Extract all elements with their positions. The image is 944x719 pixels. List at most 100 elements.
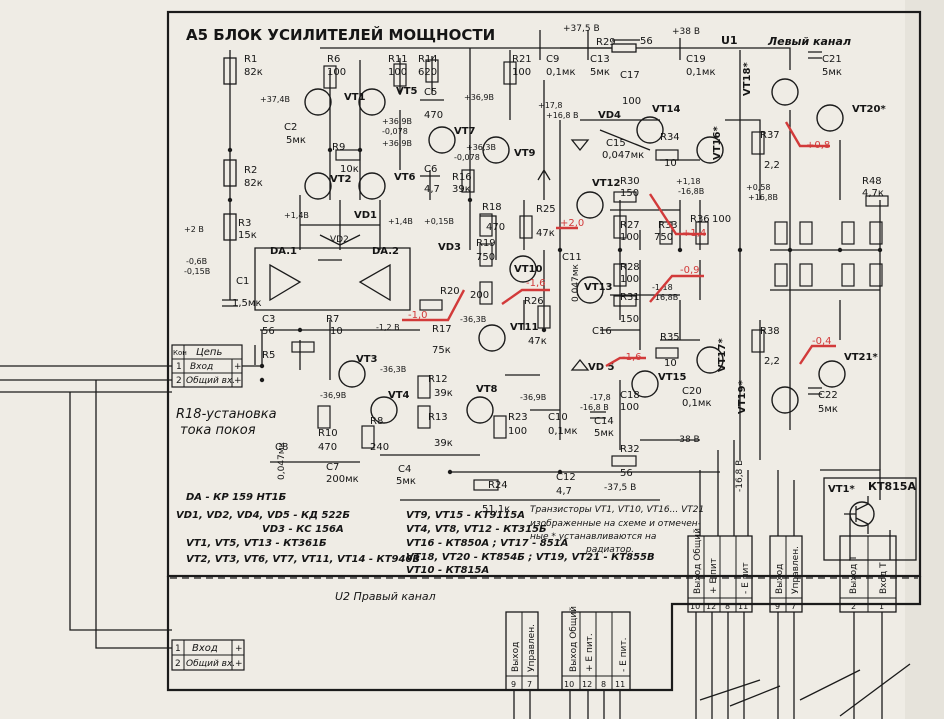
label-r23: R23 (508, 412, 528, 423)
value-r9: 10к (340, 164, 359, 175)
value-r33: 750 (654, 232, 673, 243)
value-r26: 47к (528, 336, 547, 347)
value-r35: 10 (664, 358, 677, 369)
label-r32: R32 (620, 444, 640, 455)
red-value-minus-1v0: -1,0 (408, 310, 428, 321)
label-vt18: VT18* (742, 62, 753, 96)
value-r12: 39к (434, 388, 453, 399)
u1-pin9-num: 9 (775, 602, 780, 611)
kt815-block: VT1* КТ815А (823, 477, 917, 561)
label-vt5: VT5 (396, 86, 418, 97)
label-r6: R6 (327, 54, 340, 65)
u1-pin10-label: Выход Общий (693, 528, 703, 594)
label-c21: C21 (822, 54, 842, 65)
u1-board-frame (166, 10, 922, 578)
label-vt19: VT19* (737, 380, 748, 414)
left-channel-label: Левый канал (767, 35, 851, 48)
value-r14: 620 (418, 67, 437, 78)
u2-pin9-label: Выход (511, 642, 521, 672)
value-c21: 5мк (822, 67, 842, 78)
kt815-ref: VT1* (828, 484, 856, 495)
u1-pin12-label: + Е пит (709, 558, 719, 594)
label-r21: R21 (512, 54, 532, 65)
u2-pin7-label: Управлен. (527, 624, 537, 672)
label-vt16: VT16* (712, 126, 723, 160)
red-value-plus-0v8: +0,8 (806, 140, 830, 151)
label-c19: C19 (686, 54, 706, 65)
label-vt20: VT20* (852, 104, 886, 115)
u1-pin-block-mid: Выход Управлен. 9 7 (769, 535, 803, 613)
conn-header-name: Цепь (196, 347, 222, 358)
transistor-symbols (304, 78, 875, 527)
conn-row2-num: 2 (176, 376, 182, 386)
parts-line-6: VT9, VT15 - КТ9115А (406, 510, 525, 521)
kt815-type: КТ815А (868, 480, 916, 493)
label-r2: R2 (244, 165, 257, 176)
label-c16: C16 (592, 326, 612, 337)
voltage-reading: -0,078 (454, 153, 480, 162)
left-input-leads (0, 330, 263, 649)
input-stage-wiring (222, 57, 420, 380)
value-r34: 10 (664, 158, 677, 169)
voltage-reading: -0,078 (382, 127, 408, 136)
voltage-reading: -16,8 В (580, 403, 609, 412)
label-r19: R19 (476, 238, 496, 249)
label-r30: R30 (620, 176, 640, 187)
label-vd1: VD1 (354, 210, 377, 221)
label-da1: DA.1 (270, 246, 297, 257)
label-vt21: VT21* (844, 352, 878, 363)
u2-pin9-num: 9 (511, 680, 516, 689)
label-r28: R28 (620, 262, 640, 273)
parts-line-3: VD3 - КС 156А (262, 524, 344, 535)
red-mark-r33 (648, 193, 706, 236)
label-c17: C17 (620, 70, 640, 81)
label-da2: DA.2 (372, 246, 399, 257)
bottom-connector-table: 1 Вход + 2 Общий вх. + (171, 639, 245, 671)
value-c1: 1,5мк (232, 298, 262, 309)
label-r37: R37 (760, 130, 780, 141)
label-vt3: VT3 (356, 354, 378, 365)
u1-label: U1 (721, 34, 738, 47)
opamp-da2 (358, 263, 391, 302)
value-r11: 100 (388, 67, 407, 78)
label-vt2: VT2 (330, 174, 352, 185)
value-r32: 56 (620, 468, 633, 479)
label-c11: C11 (562, 252, 582, 263)
label-vd2: VD2 (330, 235, 349, 245)
label-c15: C15 (606, 138, 626, 149)
red-mark-vt20 (784, 121, 830, 148)
rail-label-minus-16v8: -16,8 В (735, 460, 745, 492)
u1-pin12-num: 12 (706, 602, 716, 611)
label-r5: R5 (262, 350, 275, 361)
voltage-reading: -17,8 (590, 393, 611, 402)
label-r16: R16 (452, 172, 472, 183)
conn-header-num: Кон (173, 349, 187, 357)
note-r18-line1: R18-установка (176, 407, 277, 422)
label-r36: R36 (690, 214, 710, 225)
rail-label-minus-38v: -38 В (676, 435, 700, 445)
u2-pin7-num: 7 (527, 680, 532, 689)
label-c10: C10 (548, 412, 568, 423)
voltage-reading: -36,3В (380, 365, 406, 374)
value-r36: 100 (712, 214, 731, 225)
label-vt1: VT1 (344, 92, 366, 103)
u2-pin-block-a: Выход Управлен. 9 7 (505, 611, 539, 691)
u2-pin10-label: Выход Общий (569, 606, 579, 672)
junction-dots (227, 147, 883, 475)
voltage-reading: +36,9В (382, 117, 412, 126)
voltage-reading: +16,8В (748, 193, 778, 202)
label-vt13: VT13 (584, 282, 613, 293)
red-mark-vt15 (605, 356, 646, 368)
parts-line-7: VT4, VT8, VT12 - КТ315Б (406, 524, 547, 535)
bconn-row2-sign: + (235, 659, 243, 669)
rail-label-plus-38v: +38 В (672, 27, 700, 37)
voltage-reading: -1,2 В (376, 323, 400, 332)
value-c15: 0,047мк (602, 150, 644, 161)
label-vt11: VT11 (510, 322, 539, 333)
u1-pin8-num: 8 (725, 602, 730, 611)
voltage-reading: +36,9В (382, 139, 412, 148)
label-r35: R35 (660, 332, 680, 343)
label-c13: C13 (590, 54, 610, 65)
u2-pin12-num: 12 (582, 680, 592, 689)
